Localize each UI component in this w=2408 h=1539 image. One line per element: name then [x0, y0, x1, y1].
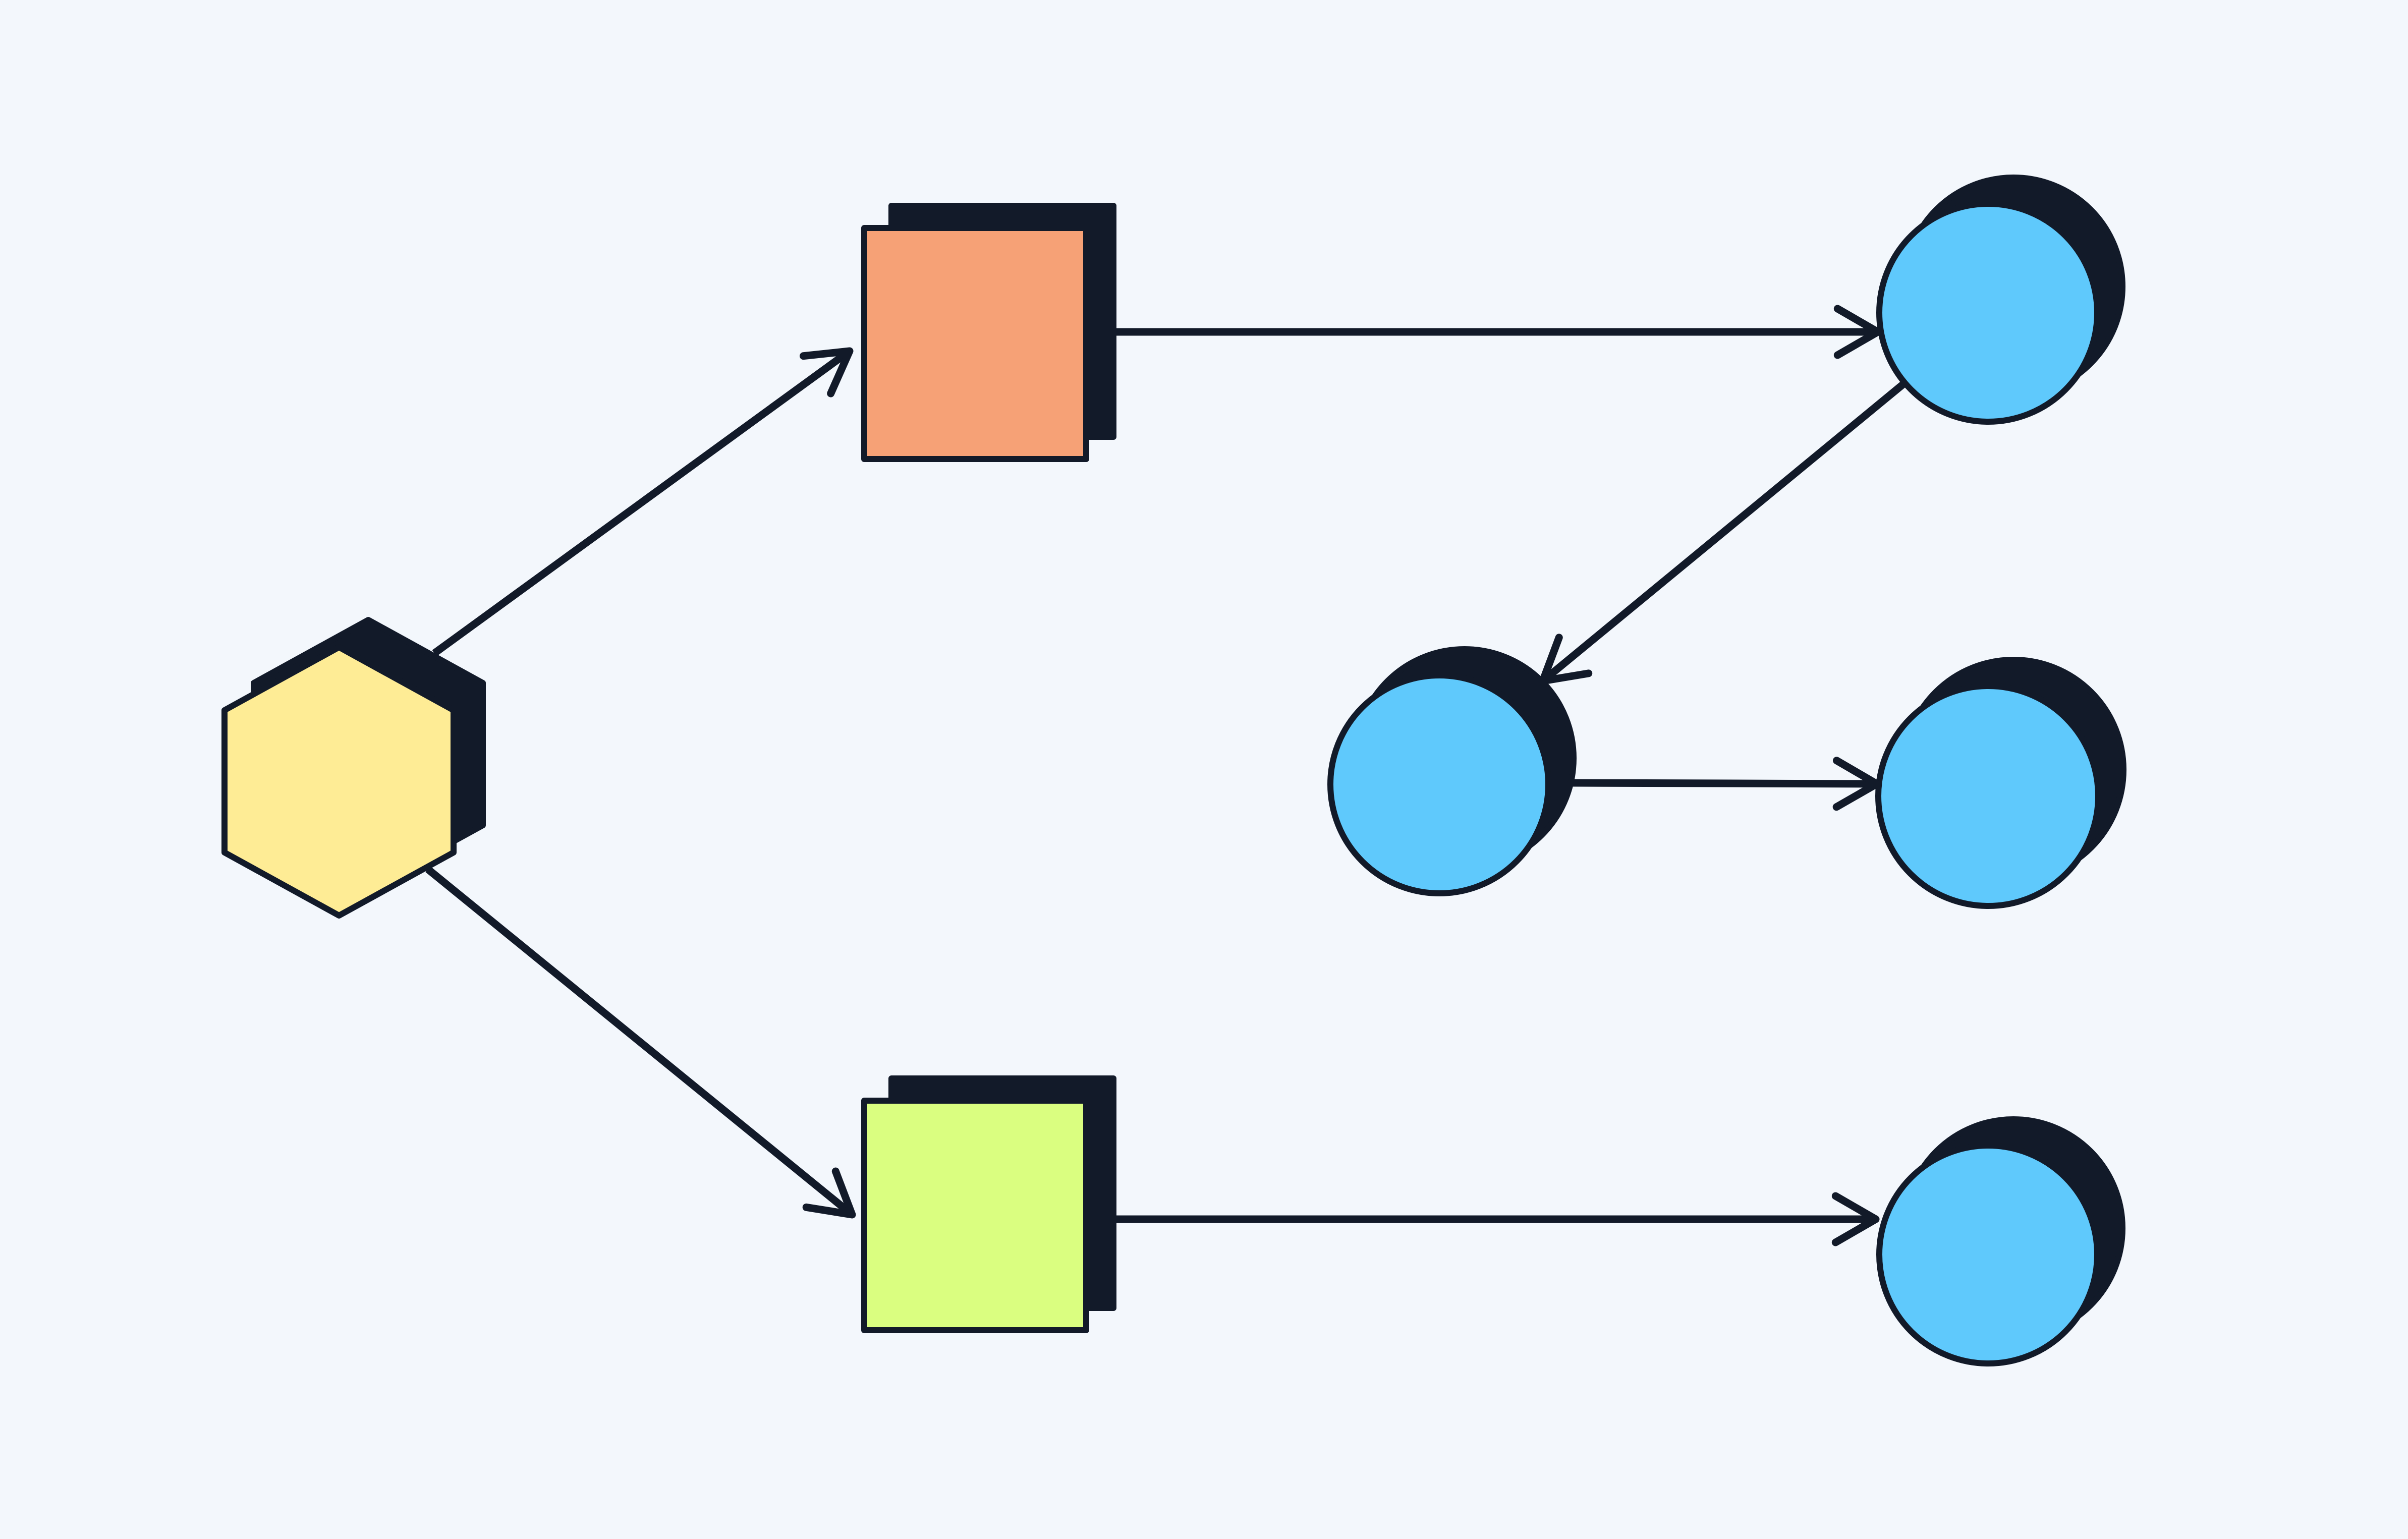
node-step-square-orange	[861, 225, 1089, 462]
node-step-square-green	[861, 1098, 1089, 1333]
node-circle-middle-right	[1875, 683, 2101, 909]
node-circle-top-right	[1876, 201, 2100, 425]
edge-hexagon-to-green-square	[425, 866, 855, 1218]
arrowhead-hexagon-to-green-square	[802, 1167, 856, 1219]
arrowhead-green-square-to-bottom-circle	[1831, 1192, 1880, 1246]
node-start-hexagon	[221, 644, 457, 919]
arrowhead-middle-left-circle-to-middle-right-circle	[1832, 757, 1881, 811]
node-circle-bottom-right	[1876, 1143, 2100, 1366]
edge-middle-left-circle-to-middle-right-circle	[1572, 779, 1877, 788]
arrowhead-orange-square-to-top-circle	[1833, 305, 1882, 359]
arrowhead-hexagon-to-orange-square	[800, 347, 854, 397]
node-circle-middle-left	[1327, 672, 1551, 896]
edge-hexagon-to-orange-square	[432, 348, 852, 657]
edge-top-circle-to-middle-left-circle	[1540, 381, 1906, 684]
arrowhead-top-circle-to-middle-left-circle	[1539, 634, 1593, 685]
